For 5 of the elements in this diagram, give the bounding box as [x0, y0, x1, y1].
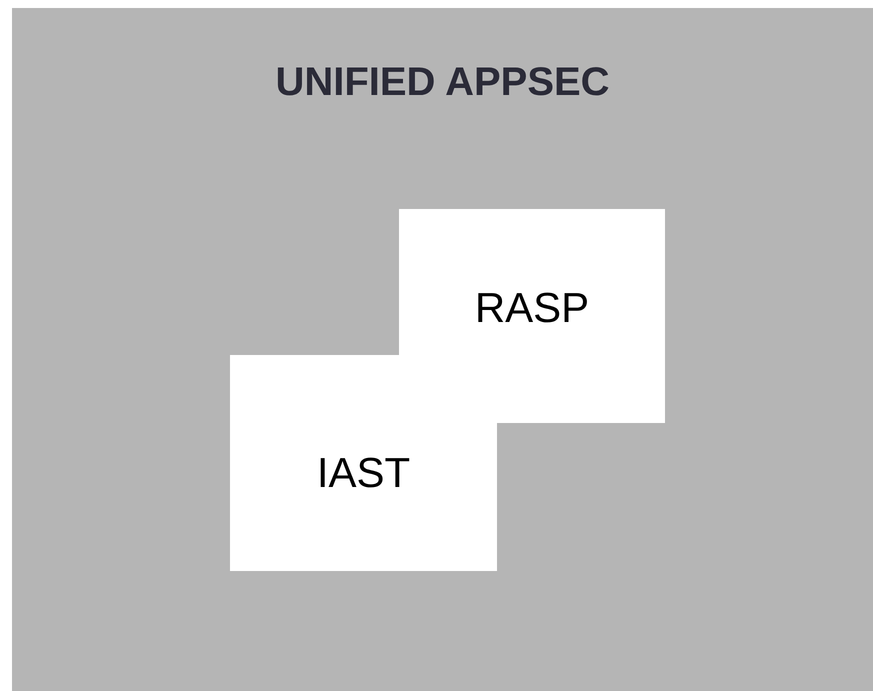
component-box — [399, 209, 665, 423]
component-box — [230, 355, 497, 571]
box-label: IAST — [316, 449, 410, 497]
diagram-title: UNIFIED APPSEC — [274, 60, 611, 105]
box-label: RASP — [474, 284, 590, 332]
